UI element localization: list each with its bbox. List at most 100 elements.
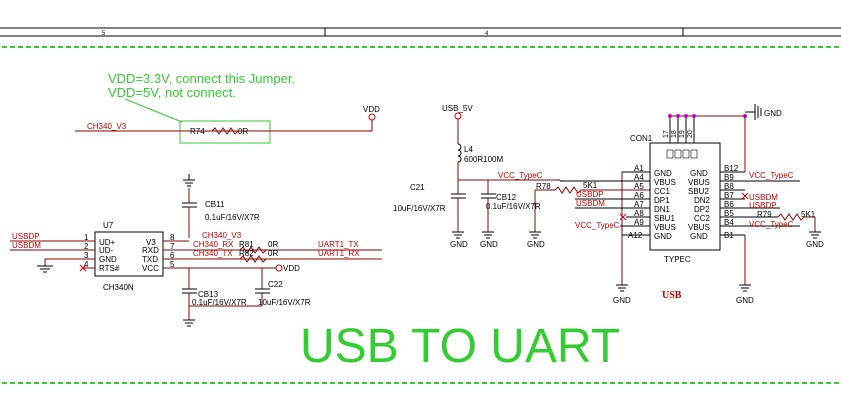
u7-wires xyxy=(10,240,382,273)
net-uart-rx: UART1_RX xyxy=(318,249,360,258)
u7-pin7-num: 7 xyxy=(170,242,175,251)
u7-pin6-num: 6 xyxy=(170,251,175,260)
u7-pin3-name: GND xyxy=(99,255,117,264)
net-ch340-rx: CH340_RX xyxy=(193,240,234,249)
con1-b6-name: DP2 xyxy=(694,205,710,214)
u7-part: CH340N xyxy=(103,283,134,292)
resistor-r78[interactable] xyxy=(529,186,650,239)
con1-top-pin-18: 18 xyxy=(671,130,678,138)
cb13-value: 0.1uF/16V/X7R xyxy=(192,298,247,307)
r81-value: 0R xyxy=(268,240,278,249)
r81-ref: R81 xyxy=(239,240,254,249)
cb13-ref: CB13 xyxy=(198,290,219,299)
capacitor-cb13[interactable] xyxy=(182,268,197,327)
u7-pin3-num: 3 xyxy=(84,251,89,260)
con1-a5-num: A5 xyxy=(634,182,644,191)
con1-b1-name: GND xyxy=(690,232,708,241)
connector-con1-typec[interactable] xyxy=(649,114,747,251)
usb-label: USB xyxy=(662,290,682,301)
ic-u7-ch340n[interactable] xyxy=(94,231,164,277)
cb12-value: 0.1uF/16V/X7R xyxy=(486,202,541,211)
con1-a4-name: VBUS xyxy=(654,178,676,187)
con1-b7-num: B7 xyxy=(724,191,734,200)
cb12-ref: CB12 xyxy=(496,193,517,202)
net-usbdp-left: USBDP xyxy=(12,232,40,241)
l4-value: 600R100M xyxy=(464,155,503,164)
net-vcc-typec-left: VCC_TypeC xyxy=(575,221,620,230)
con1-ref: CON1 xyxy=(630,134,653,143)
cb11-ref: CB11 xyxy=(205,200,225,209)
con1-b12-num: B12 xyxy=(724,164,739,173)
capacitor-c22[interactable] xyxy=(189,268,270,307)
con1-a1-name: GND xyxy=(654,169,672,178)
ruler-number-4: 4 xyxy=(485,31,489,37)
net-vcc-typec-top: VCC_TypeC xyxy=(498,171,543,180)
con1-a8-num: A8 xyxy=(634,209,644,218)
con1-a4-num: A4 xyxy=(634,173,644,182)
gnd-label-con1-right: GND xyxy=(736,296,754,305)
con1-left-wires xyxy=(559,171,650,292)
r74-value: 0R xyxy=(238,127,248,136)
gnd-label-cb12: GND xyxy=(480,240,498,249)
gnd-label-r79: GND xyxy=(806,240,824,249)
u7-pin8-name: V3 xyxy=(146,238,156,247)
con1-b9-name: VBUS xyxy=(688,178,710,187)
con1-a7-num: A7 xyxy=(634,200,644,209)
net-usbdm-con: USBDM xyxy=(576,199,605,208)
net-usbdm-left: USBDM xyxy=(12,241,41,250)
net-uart-tx: UART1_TX xyxy=(318,240,359,249)
net-usbdp-right: USBDP xyxy=(749,201,777,210)
net-ch340-tx: CH340_TX xyxy=(193,249,233,258)
net-vcc-typec-right2: VCC_TypeC xyxy=(749,220,794,229)
u7-pin1-name: UD+ xyxy=(99,238,116,247)
sheet-ruler: 5 4 xyxy=(0,27,841,37)
net-vdd-top: VDD xyxy=(363,105,380,114)
con1-part: TYPEC xyxy=(664,255,691,264)
l4-ref: L4 xyxy=(464,145,473,154)
con1-a6-num: A6 xyxy=(634,191,644,200)
con1-b9-num: B9 xyxy=(724,173,734,182)
block-title: USB TO UART xyxy=(300,320,620,373)
con1-a12-name: GND xyxy=(654,232,672,241)
net-usbdm-right: USBDM xyxy=(749,193,778,202)
con1-b5-name: CC2 xyxy=(694,214,711,223)
capacitor-c21[interactable] xyxy=(451,179,560,239)
net-usb-5v: USB_5V xyxy=(442,104,473,113)
r74-ref: R74 xyxy=(190,127,205,136)
r82-ref: R82 xyxy=(239,249,254,258)
con1-b4-num: B4 xyxy=(724,218,734,227)
con1-top-pin-20: 20 xyxy=(687,130,694,138)
jumper-note-line1: VDD=3.3V, connect this Jumper. xyxy=(108,71,295,86)
net-vdd-mid: VDD xyxy=(283,264,300,273)
c22-ref: C22 xyxy=(268,280,283,289)
con1-b12-name: GND xyxy=(690,169,708,178)
con1-a6-name: DP1 xyxy=(654,196,670,205)
con1-right-wires xyxy=(720,104,821,292)
con1-a5-name: CC1 xyxy=(654,187,671,196)
con1-b7-name: DN2 xyxy=(694,196,711,205)
u7-pin1-num: 1 xyxy=(84,233,89,242)
con1-top-pin-19: 19 xyxy=(679,130,686,138)
capacitor-cb12[interactable] xyxy=(481,180,496,239)
u7-pin2-num: 2 xyxy=(84,242,89,251)
con1-a9-num: A9 xyxy=(634,218,644,227)
r79-ref: R79 xyxy=(757,210,772,219)
c22-value: 10uF/16V/X7R xyxy=(258,298,311,307)
gnd-label-top-right: GND xyxy=(764,109,782,118)
con1-top-pin-17: 17 xyxy=(663,130,670,138)
u7-ref: U7 xyxy=(103,221,114,230)
r82-value: 0R xyxy=(268,249,278,258)
con1-a8-name: SBU1 xyxy=(654,214,675,223)
con1-b6-num: B6 xyxy=(724,200,734,209)
u7-pin5-name: VCC xyxy=(142,264,159,273)
jumper-r74[interactable] xyxy=(75,113,376,144)
capacitor-cb11[interactable] xyxy=(182,174,197,238)
net-usbdp-con: USBDP xyxy=(576,190,604,199)
inductor-l4[interactable] xyxy=(454,112,462,180)
con1-b4-name: VBUS xyxy=(688,223,710,232)
gnd-label-r78: GND xyxy=(527,240,545,249)
u7-pin7-name: RXD xyxy=(142,246,159,255)
u7-pin8-num: 8 xyxy=(170,233,175,242)
r78-ref: R78 xyxy=(536,182,551,191)
